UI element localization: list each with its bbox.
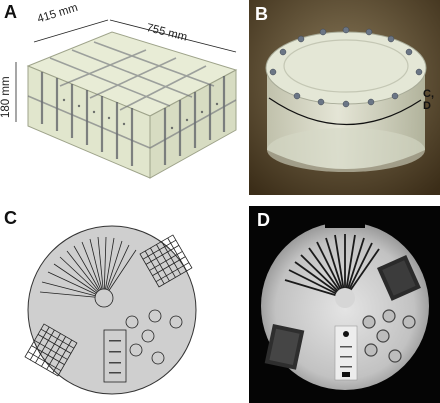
- phantom-slice-schematic: [24, 225, 197, 395]
- panel-a-label: A: [4, 2, 17, 22]
- panel-b-label: B: [255, 4, 268, 24]
- panel-c: C: [0, 206, 245, 403]
- mri-slice-image: [249, 206, 440, 403]
- cut-plane-annotation-line2: D: [423, 100, 431, 112]
- cut-plane-annotation-line1: C,: [423, 88, 434, 100]
- grid-phantom-illustration: [15, 19, 238, 179]
- panel-b: B C, D: [249, 0, 440, 195]
- panel-d: D: [249, 206, 440, 403]
- dimension-height-label: 180 mm: [0, 76, 12, 118]
- cylindrical-phantom-photo: [249, 0, 440, 195]
- panel-c-label: C: [4, 208, 17, 228]
- panel-a: A: [0, 0, 245, 195]
- panel-d-label: D: [257, 210, 270, 230]
